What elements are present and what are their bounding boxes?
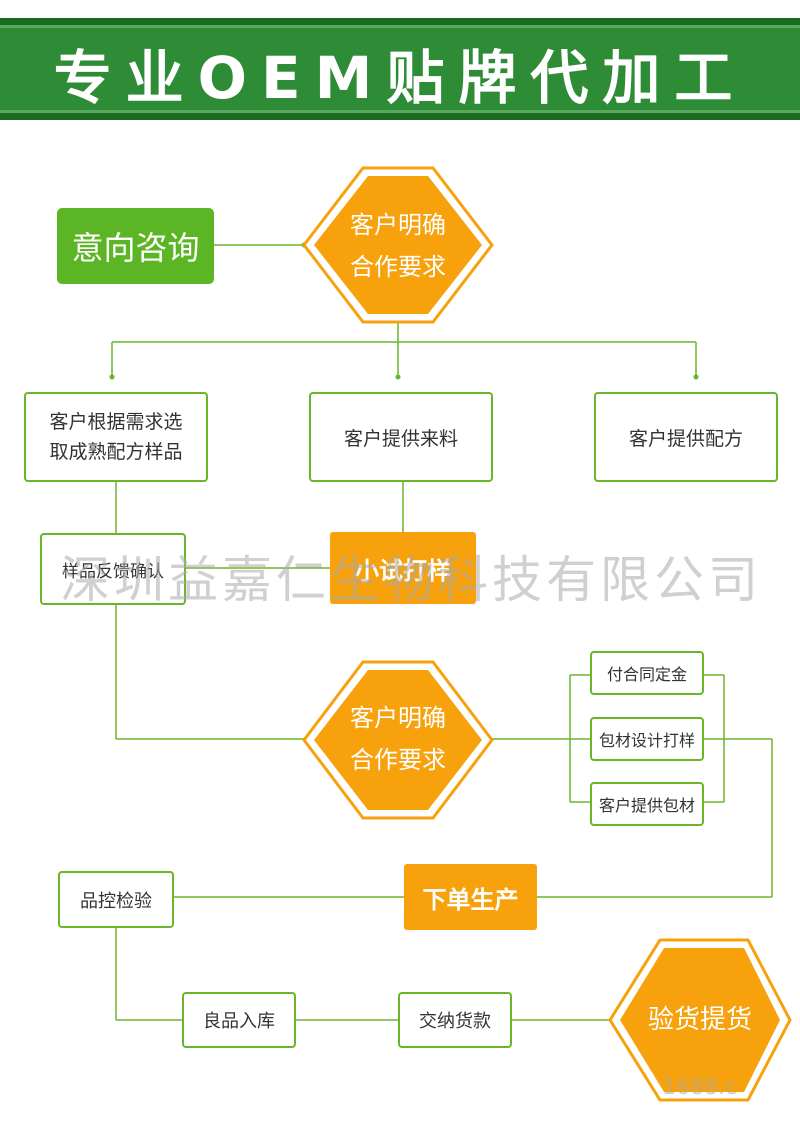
option-material-label: 客户提供来料 [343, 427, 458, 450]
company-watermark: 深圳益嘉仁生物科技有限公司 [60, 551, 762, 609]
option-material-box: 客户提供来料 [309, 392, 493, 482]
consult-label: 意向咨询 [71, 229, 200, 267]
payment-label: 交纳货款 [419, 1011, 491, 1032]
sample-feedback-box: 样品反馈确认 [40, 533, 186, 605]
qc-label: 品控检验 [80, 890, 152, 912]
delivery-label: 验货提货 [647, 1005, 752, 1035]
hex1-line2: 合作要求 [350, 253, 446, 281]
hex3-text: 验货提货 [620, 999, 780, 1041]
order-box: 下单生产 [404, 864, 537, 930]
trial-box: 小试打样 [330, 532, 476, 604]
hex1-inner [314, 176, 482, 314]
option-sample-line1: 客户根据需求选 [49, 411, 183, 433]
header-inner [0, 25, 800, 113]
option-sample-line2: 取成熟配方样品 [49, 441, 183, 463]
customer-packaging-box: 客户提供包材 [590, 782, 704, 826]
packaging-design-label: 包材设计打样 [598, 731, 695, 750]
hex2-line2: 合作要求 [350, 746, 446, 774]
corner-watermark: 1688.c [662, 1075, 738, 1100]
sample-feedback-label: 样品反馈确认 [62, 561, 164, 582]
contract-label: 付合同定金 [606, 665, 687, 684]
hex1-text: 客户明确 合作要求 [318, 204, 478, 288]
contract-box: 付合同定金 [590, 651, 704, 695]
hex2-inner [314, 670, 482, 810]
customer-packaging-label: 客户提供包材 [598, 796, 695, 815]
trial-label: 小试打样 [355, 556, 451, 585]
order-label: 下单生产 [422, 885, 519, 914]
qc-box: 品控检验 [58, 871, 174, 928]
consult-box: 意向咨询 [57, 208, 214, 284]
page-title: 专业OEM贴牌代加工 [53, 44, 747, 112]
hex2-line1: 客户明确 [350, 704, 446, 732]
packaging-design-box: 包材设计打样 [590, 717, 704, 761]
hex3-inner [620, 948, 780, 1092]
payment-box: 交纳货款 [398, 992, 512, 1048]
warehouse-box: 良品入库 [182, 992, 296, 1048]
header-banner: 专业OEM贴牌代加工 [0, 18, 800, 120]
hex1-line1: 客户明确 [350, 211, 446, 239]
warehouse-label: 良品入库 [203, 1011, 275, 1032]
hex2-text: 客户明确 合作要求 [318, 697, 478, 781]
option-formula-label: 客户提供配方 [628, 427, 743, 450]
option-sample-box: 客户根据需求选 取成熟配方样品 [24, 392, 208, 482]
option-formula-box: 客户提供配方 [594, 392, 778, 482]
